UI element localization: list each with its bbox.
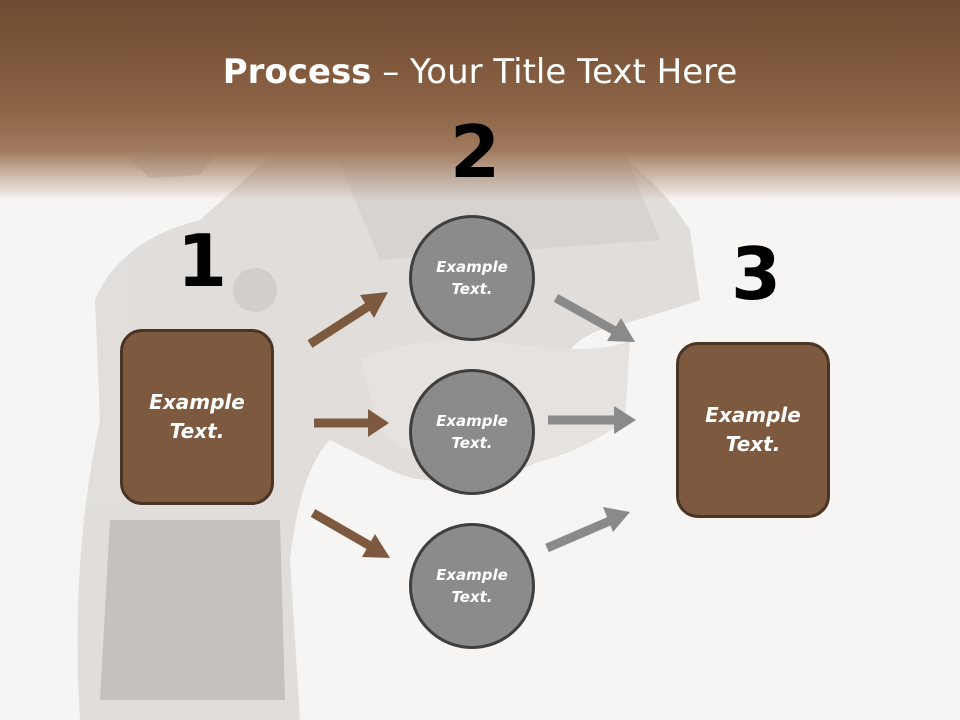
circle-middle: Example Text. [409, 369, 535, 495]
title-bold: Process [222, 52, 372, 92]
step-number-3: 3 [731, 232, 782, 316]
right-box-text: Example Text. [705, 403, 801, 456]
step-number-1: 1 [177, 219, 228, 303]
arrow-left-to-middle [314, 409, 389, 437]
left-box: Example Text. [120, 329, 274, 505]
header-band [0, 0, 960, 200]
arrow-bottom-to-right [545, 507, 630, 553]
arrow-middle-to-right [548, 406, 636, 434]
arrow-left-to-top [307, 292, 388, 348]
right-box: Example Text. [676, 342, 830, 518]
circle-bottom-text: Example Text. [436, 565, 508, 607]
arrow-left-to-bottom [310, 509, 390, 558]
circle-bottom: Example Text. [409, 523, 535, 649]
arrow-top-to-right [553, 294, 635, 342]
step-number-2: 2 [450, 110, 501, 194]
slide-title: Process – Your Title Text Here [0, 52, 960, 92]
left-box-text: Example Text. [149, 390, 245, 443]
circle-top: Example Text. [409, 215, 535, 341]
circle-top-text: Example Text. [436, 257, 508, 299]
title-rest: – Your Title Text Here [371, 52, 738, 92]
circle-middle-text: Example Text. [436, 411, 508, 453]
